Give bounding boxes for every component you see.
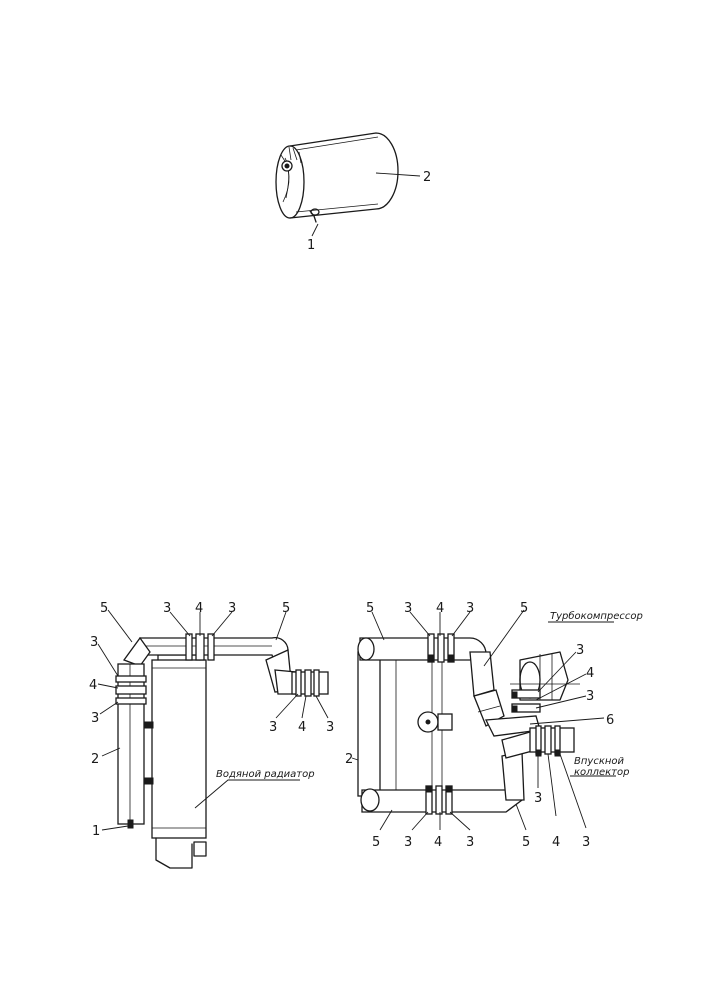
callout-4: 4: [436, 601, 444, 616]
callout-4: 4: [195, 601, 203, 616]
plan-lower-riser: [501, 751, 525, 801]
callout-6: 6: [606, 713, 614, 728]
side-view-figure: 5 3 4 3 5 3 4 3 2 1 3 4 3 Водяной радиат…: [89, 601, 334, 869]
callout-3: 3: [269, 720, 277, 735]
callout-3: 3: [326, 720, 334, 735]
callout-3: 3: [582, 835, 590, 850]
caption-water-radiator: Водяной радиатор: [216, 769, 315, 780]
callout-3: 3: [404, 601, 412, 616]
caption-intake-manifold-2: коллектор: [574, 767, 629, 778]
callout-3: 3: [404, 835, 412, 850]
callout-3: 3: [586, 689, 594, 704]
callout-4: 4: [434, 835, 442, 850]
callout-2: 2: [345, 752, 353, 767]
callout-4: 4: [586, 666, 594, 681]
callout-3: 3: [91, 711, 99, 726]
callout-5: 5: [282, 601, 290, 616]
receiver-tank-figure: 1 2: [275, 132, 431, 253]
receiver-tank-body: [289, 132, 399, 219]
callout-2: 2: [423, 170, 431, 185]
callout-4: 4: [552, 835, 560, 850]
callout-5: 5: [100, 601, 108, 616]
callout-5: 5: [366, 601, 374, 616]
callout-2: 2: [91, 752, 99, 767]
callout-5: 5: [522, 835, 530, 850]
plan-view-figure: 5 3 4 3 5 Турбокомпрессор 3 4 3 6 2 Впус…: [345, 601, 643, 850]
plan-right-riser: [469, 651, 495, 697]
callout-4: 4: [89, 678, 97, 693]
water-radiator: [151, 659, 207, 839]
callout-1: 1: [92, 824, 100, 839]
left-drain-plug: [127, 819, 134, 829]
receiver-tank-end-cap: [275, 145, 305, 219]
callout-3: 3: [466, 835, 474, 850]
callout-3: 3: [466, 601, 474, 616]
callout-3: 3: [228, 601, 236, 616]
callout-3: 3: [163, 601, 171, 616]
callout-3: 3: [534, 791, 542, 806]
callout-4: 4: [298, 720, 306, 735]
plan-left-pipe: [357, 651, 381, 797]
callout-3: 3: [576, 643, 584, 658]
caption-intake-manifold-1: Впускной: [574, 756, 625, 767]
radiator-bottom-bracket: [155, 837, 193, 869]
caption-turbocharger: Турбокомпрессор: [550, 610, 643, 622]
callout-1: 1: [307, 238, 315, 253]
callout-5: 5: [372, 835, 380, 850]
callout-5: 5: [520, 601, 528, 616]
callout-3: 3: [90, 635, 98, 650]
plan-top-pipe: [359, 637, 487, 661]
